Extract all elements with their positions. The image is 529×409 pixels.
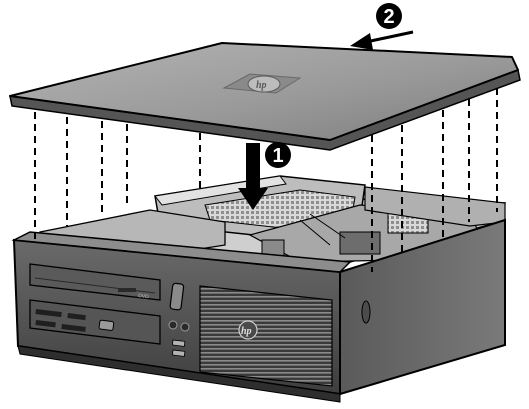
computer-chassis: DVD hp bbox=[14, 176, 505, 402]
front-bezel-logo: hp bbox=[239, 321, 257, 339]
cover-logo-text: hp bbox=[256, 80, 267, 91]
front-usb-port-2 bbox=[172, 350, 185, 356]
callout-1-number: 1 bbox=[272, 145, 283, 167]
front-usb-port-1 bbox=[172, 340, 185, 346]
card-reader-button bbox=[99, 320, 114, 331]
front-bezel-logo-text: hp bbox=[241, 326, 252, 337]
side-panel-latch bbox=[362, 301, 370, 323]
slide-arrow bbox=[350, 32, 413, 50]
callout-1: 1 bbox=[265, 142, 291, 168]
callout-2: 2 bbox=[376, 3, 402, 29]
power-button bbox=[170, 283, 184, 310]
microphone-jack bbox=[169, 321, 177, 329]
front-vent-grille bbox=[200, 286, 332, 386]
access-cover: hp bbox=[10, 43, 520, 150]
headphone-jack bbox=[181, 323, 189, 331]
callout-2-number: 2 bbox=[383, 6, 394, 28]
